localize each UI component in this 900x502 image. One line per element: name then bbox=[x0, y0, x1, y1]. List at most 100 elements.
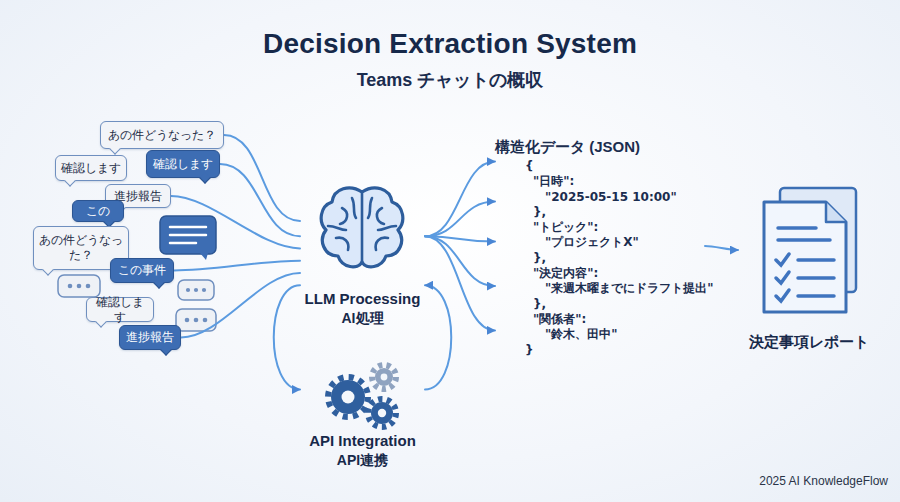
brain-icon-part-part bbox=[376, 238, 388, 250]
chat-bubble: あの件どうなった？ bbox=[100, 121, 224, 149]
decor-bubble bbox=[176, 309, 216, 331]
brain-icon bbox=[312, 178, 412, 278]
gears-icon-part bbox=[331, 380, 365, 414]
gears-icon bbox=[300, 357, 425, 433]
document-icon-part-part bbox=[798, 294, 834, 298]
process-subtitle: API連携 bbox=[337, 451, 388, 470]
dot bbox=[86, 284, 91, 289]
document-icon-part-part bbox=[798, 258, 834, 262]
flow-connector bbox=[425, 285, 451, 389]
bubble-shape bbox=[178, 280, 214, 300]
gears-icon-part bbox=[375, 368, 393, 386]
decor-bubble bbox=[58, 275, 100, 297]
json-line: "2025-05-15 10:00" bbox=[495, 190, 705, 205]
document-icon-part-part bbox=[798, 276, 834, 280]
document-icon-part-part bbox=[776, 290, 789, 301]
dot bbox=[185, 318, 190, 323]
node-text: 確認します bbox=[61, 161, 121, 176]
node-text: 進捗報告 bbox=[126, 330, 174, 345]
document-icon-part bbox=[764, 202, 846, 312]
brain-icon-part-part bbox=[377, 208, 384, 224]
flow-connector bbox=[220, 164, 300, 236]
json-line: "決定内容": bbox=[495, 266, 705, 281]
connector-line bbox=[224, 135, 300, 221]
bubble-tail bbox=[200, 253, 208, 260]
gears-icon-part bbox=[371, 402, 393, 424]
json-line: "プロジェクトX" bbox=[495, 235, 705, 250]
text-line bbox=[170, 242, 196, 245]
flow-connector bbox=[174, 261, 300, 271]
report-label: 決定事項レポート bbox=[749, 332, 869, 352]
dot bbox=[194, 318, 199, 323]
section-heading: 構造化データ (JSON) bbox=[495, 135, 705, 159]
connector-line bbox=[171, 196, 300, 248]
chat-bubble: この事件 bbox=[110, 258, 174, 283]
gears-icon-part bbox=[372, 365, 396, 389]
text-line bbox=[170, 226, 206, 229]
document-icon-part-part bbox=[776, 272, 789, 283]
chat-bubble: 確認します bbox=[86, 297, 154, 322]
process-subtitle: AI処理 bbox=[342, 309, 384, 328]
flow-connector bbox=[425, 162, 495, 331]
subtitle: Teams チャットの概収 bbox=[0, 68, 900, 92]
json-line: "鈴木、田中" bbox=[495, 327, 705, 342]
dot bbox=[203, 318, 208, 323]
decor-bubble bbox=[178, 280, 214, 300]
document-icon bbox=[756, 184, 862, 318]
json-line: }, bbox=[495, 205, 705, 220]
dot bbox=[68, 284, 73, 289]
flow-connector bbox=[705, 246, 738, 250]
json-line: { bbox=[495, 159, 705, 174]
json-line: "日時": bbox=[495, 174, 705, 189]
gears-icon-part bbox=[368, 399, 396, 427]
process-node: LLM ProcessingAI処理 bbox=[300, 175, 425, 328]
json-line: "来週木曜までにドラフト提出" bbox=[495, 281, 705, 296]
json-line: }, bbox=[495, 251, 705, 266]
node-text: あの件どうなった？ bbox=[39, 233, 123, 263]
connector-line bbox=[425, 285, 451, 389]
connector-line bbox=[425, 162, 495, 237]
brain-icon-part-part bbox=[378, 226, 396, 230]
brain-icon-part-part bbox=[368, 198, 372, 218]
brain-icon-part-part bbox=[361, 192, 364, 262]
document-icon-part-part bbox=[776, 254, 789, 265]
brain-icon-part-part bbox=[328, 226, 346, 230]
gears-icon-part bbox=[342, 391, 355, 404]
connector-line bbox=[425, 202, 495, 237]
connector-line bbox=[181, 273, 300, 338]
integration-node: API IntegrationAPI連携 bbox=[300, 355, 425, 470]
connector-line bbox=[174, 261, 300, 271]
bubble-shape bbox=[58, 275, 100, 297]
json-line: }, bbox=[495, 297, 705, 312]
node-text: この bbox=[86, 204, 110, 219]
process-title: LLM Processing bbox=[305, 289, 421, 309]
gears-icon-part bbox=[381, 374, 388, 381]
brain-icon-part-part bbox=[340, 208, 347, 224]
decor-bubble bbox=[160, 216, 216, 260]
text-line bbox=[170, 234, 206, 237]
document-icon-part-part bbox=[778, 226, 816, 230]
brain-icon-part bbox=[328, 192, 396, 262]
document-icon-part bbox=[776, 228, 834, 301]
gears-icon-part bbox=[378, 409, 386, 417]
dot bbox=[202, 288, 206, 292]
connector-line bbox=[274, 285, 300, 389]
dot bbox=[77, 284, 82, 289]
connector-line bbox=[425, 236, 495, 241]
node-text: あの件どうなった？ bbox=[108, 128, 216, 143]
brain-icon-part bbox=[321, 188, 403, 267]
chat-bubble: 確認します bbox=[55, 155, 127, 181]
json-line: "関係者": bbox=[495, 312, 705, 327]
connector-line bbox=[425, 236, 495, 330]
chat-bubble: 進捗報告 bbox=[119, 325, 181, 350]
flow-connector bbox=[171, 196, 300, 248]
report-node: 決定事項レポート bbox=[738, 182, 880, 352]
dot bbox=[186, 288, 190, 292]
node-text: この事件 bbox=[118, 263, 166, 278]
document-icon-part-part bbox=[778, 238, 830, 242]
json-data-block: 構造化データ (JSON){"日時":"2025-05-15 10:00"},"… bbox=[495, 135, 705, 357]
connector-line bbox=[220, 164, 300, 236]
flow-connector bbox=[181, 273, 300, 338]
connector-line bbox=[705, 246, 738, 250]
